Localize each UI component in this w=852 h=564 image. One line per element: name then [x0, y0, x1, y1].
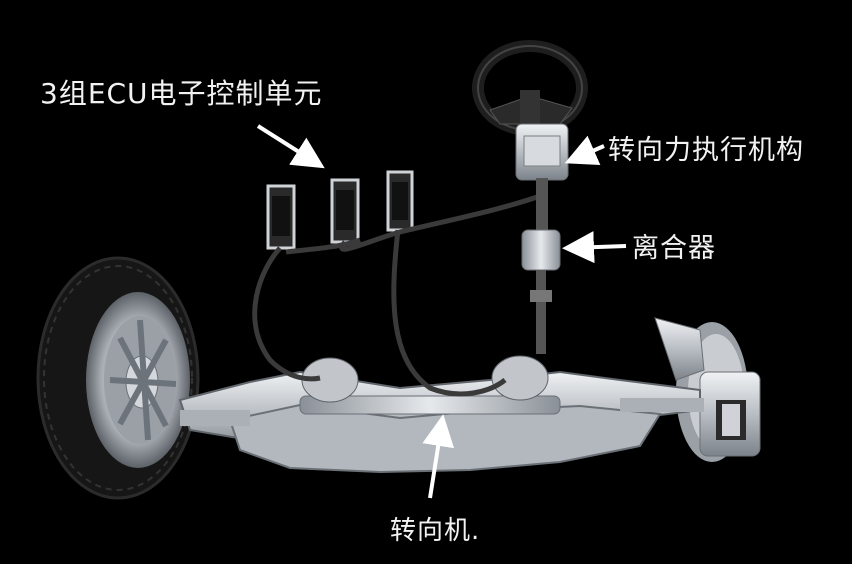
- clutch-label: 离合器: [632, 233, 716, 264]
- steering-gear-label: 转向机.: [390, 516, 481, 546]
- wiring-harness: [252, 193, 541, 397]
- actuator-label: 转向力执行机构: [608, 135, 804, 166]
- callout-arrows: [256, 124, 627, 499]
- steering-wheel: [472, 40, 588, 136]
- clutch: [521, 229, 561, 354]
- ecu-unit-3: [386, 170, 414, 232]
- ecu-units: [266, 170, 414, 250]
- steering-gear-subframe: [178, 355, 704, 474]
- ecu-label: 3组ECU电子控制单元: [40, 77, 323, 110]
- actuator-arrow: [564, 135, 605, 166]
- front-left-wheel: [36, 256, 200, 500]
- ecu-arrow: [256, 124, 325, 169]
- front-right-brake-hub: [654, 317, 761, 462]
- steering-gear-arrow: [422, 414, 455, 499]
- ecu-unit-1: [266, 184, 296, 250]
- ecu-unit-2: [330, 178, 360, 244]
- clutch-arrow: [562, 231, 627, 264]
- steering-actuator: [515, 123, 569, 230]
